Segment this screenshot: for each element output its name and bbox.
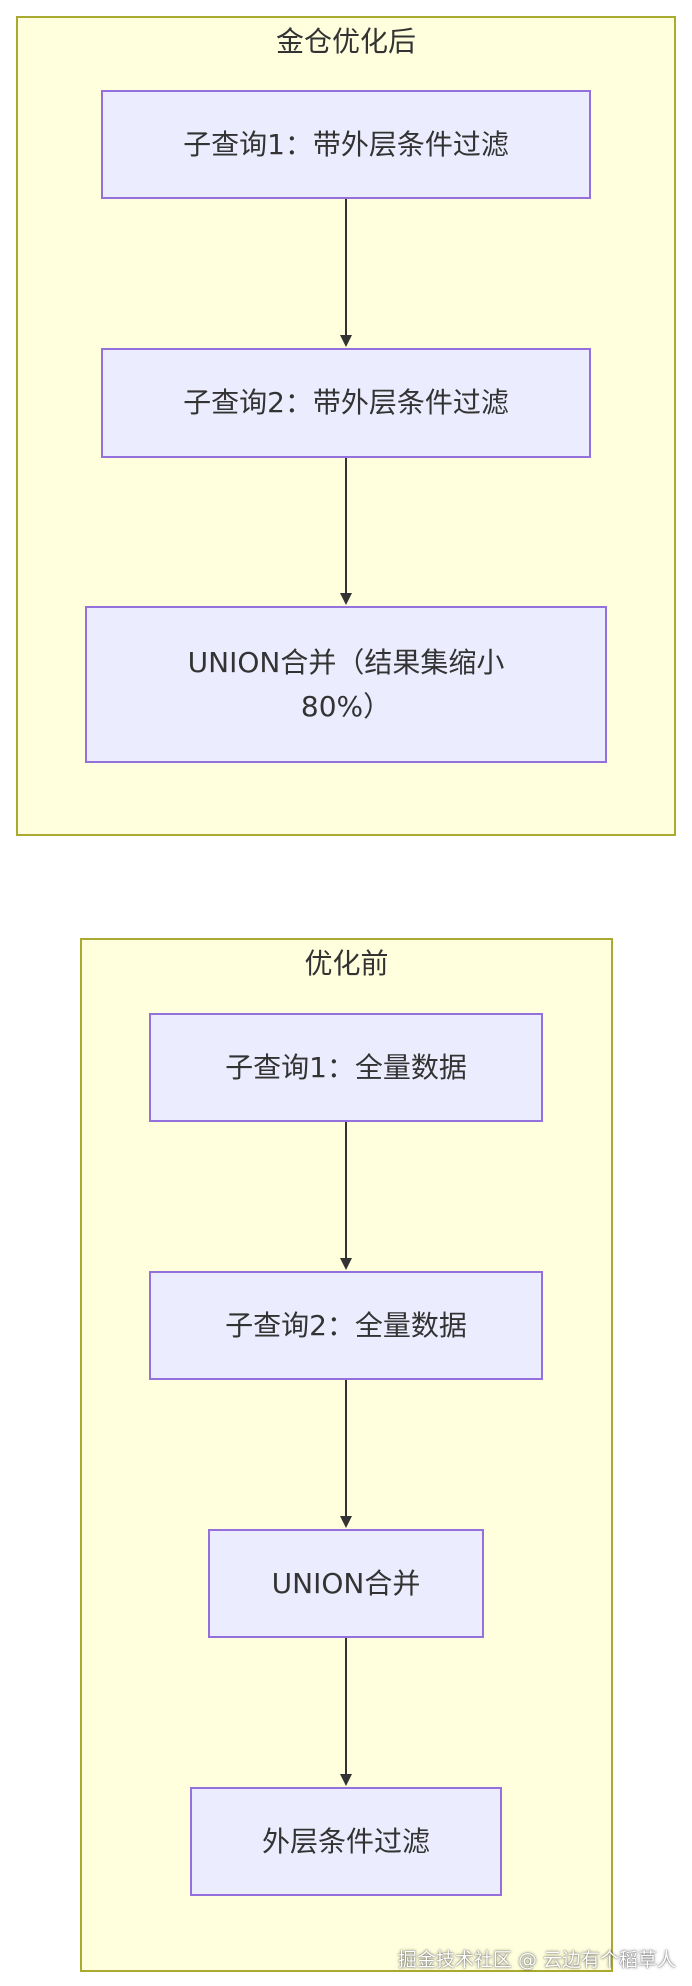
node-before-subquery-1: 子查询1：全量数据 <box>149 1013 543 1122</box>
node-before-union: UNION合并 <box>208 1529 484 1638</box>
node-after-subquery-1: 子查询1：带外层条件过滤 <box>101 90 591 199</box>
node-after-union-label-line1: UNION合并（结果集缩小 <box>187 646 505 680</box>
node-before-subquery-1-label: 子查询1：全量数据 <box>225 1050 467 1084</box>
node-before-subquery-2-label: 子查询2：全量数据 <box>225 1308 467 1342</box>
subgraph-before-title: 优化前 <box>304 947 389 980</box>
node-before-outer-filter: 外层条件过滤 <box>190 1787 502 1896</box>
subgraph-after-title: 金仓优化后 <box>275 25 416 58</box>
node-after-subquery-2: 子查询2：带外层条件过滤 <box>101 348 591 458</box>
node-before-subquery-2: 子查询2：全量数据 <box>149 1271 543 1380</box>
node-before-outer-filter-label: 外层条件过滤 <box>261 1824 430 1858</box>
watermark: 掘金技术社区 @ 云边有个稻草人 <box>397 1949 676 1971</box>
node-after-union-label-line2: 80%） <box>300 689 392 723</box>
node-after-union: UNION合并（结果集缩小 80%） <box>85 606 607 763</box>
node-after-subquery-2-label: 子查询2：带外层条件过滤 <box>183 386 509 420</box>
node-after-subquery-1-label: 子查询1：带外层条件过滤 <box>183 127 509 161</box>
node-before-union-label: UNION合并 <box>271 1566 421 1600</box>
